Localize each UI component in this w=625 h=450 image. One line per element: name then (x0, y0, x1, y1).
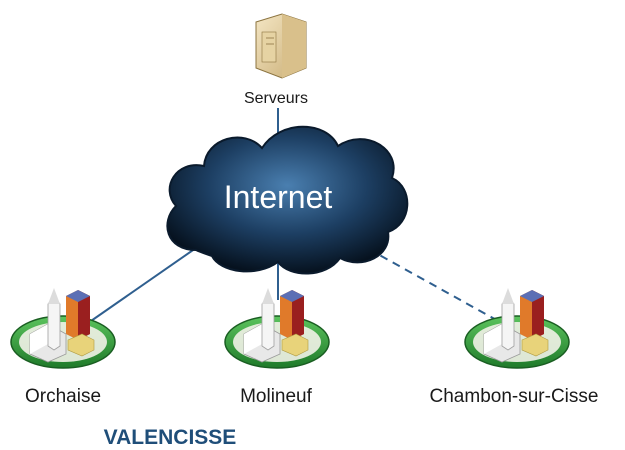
group-label: VALENCISSE (104, 426, 237, 449)
internet-label: Internet (224, 179, 333, 215)
village-label-molineuf: Molineuf (240, 386, 313, 407)
village-orchaise (10, 287, 116, 369)
village-label-orchaise: Orchaise (25, 386, 101, 407)
cloud-icon (166, 125, 409, 275)
link-internet-orchaise (77, 247, 197, 331)
village-chambon (464, 287, 570, 369)
village-icon (464, 287, 570, 369)
village-icon (10, 287, 116, 369)
village-label-chambon: Chambon-sur-Cisse (430, 386, 599, 407)
server-label: Serveurs (244, 90, 308, 107)
server-icon (255, 13, 307, 79)
